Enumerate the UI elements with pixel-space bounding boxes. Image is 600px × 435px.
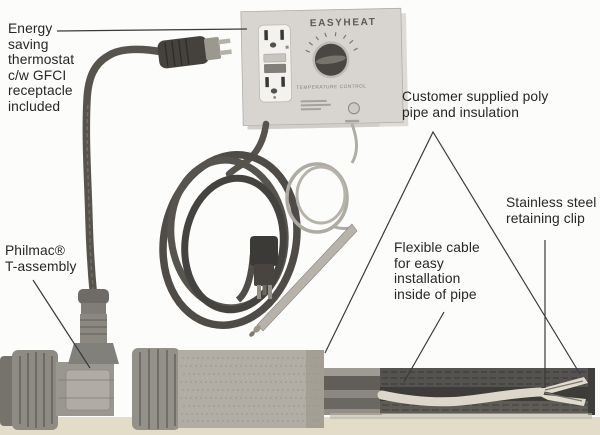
plug-blade xyxy=(218,38,231,45)
coil-loop xyxy=(181,174,287,314)
plug-ground-pin xyxy=(262,285,267,295)
outlet-slot xyxy=(264,30,268,41)
plate-screw xyxy=(273,96,277,99)
pipe-assembly xyxy=(0,289,595,430)
leader-lines xyxy=(32,28,581,388)
temperature-sensor-probe xyxy=(256,223,358,332)
label-philmac: Philmac® T-assembly xyxy=(5,243,77,274)
probe-tip xyxy=(253,325,261,333)
leader-line-thermostat xyxy=(56,28,248,32)
plug-prong xyxy=(268,285,272,299)
pipe-shadow xyxy=(330,413,592,419)
t-body-plate xyxy=(65,369,111,411)
heating-cable xyxy=(82,36,232,304)
outlet-slot xyxy=(280,29,284,40)
fine-print xyxy=(300,99,360,123)
outlet-ground-hole xyxy=(270,88,278,94)
thermostat-control-box: EASYHEAT TEMPERATURE CONTROL xyxy=(240,7,409,130)
insulation-block xyxy=(178,350,324,428)
branch-shaft xyxy=(80,314,107,344)
dial-pointer xyxy=(316,55,346,65)
label-poly-pipe: Customer supplied poly pipe and insulati… xyxy=(402,89,549,120)
label-retaining-clip: Stainless steel retaining clip xyxy=(506,195,597,226)
box-bottom-shadow xyxy=(247,122,380,130)
power-plug xyxy=(157,36,232,69)
gfci-receptacle xyxy=(257,24,293,103)
pipe-stub xyxy=(324,368,382,415)
clip-wire xyxy=(544,380,584,402)
sensor-assembly xyxy=(249,123,358,337)
cord-highlight xyxy=(86,101,95,299)
plug-ridges xyxy=(164,38,190,67)
probe-tip-end xyxy=(249,331,255,337)
gland-collar xyxy=(81,303,106,316)
sensor-coil-exit xyxy=(331,224,351,231)
certification-logo xyxy=(347,102,360,115)
plug-prong xyxy=(257,285,261,299)
label-flexible-cable: Flexible cable for easy installation ins… xyxy=(394,240,480,302)
temperature-dial xyxy=(305,32,358,79)
plug-body xyxy=(250,236,278,266)
plug-blade xyxy=(219,49,232,56)
sensor-coil-loop xyxy=(295,165,347,225)
pipe-end-cap xyxy=(588,368,595,415)
grounded-plug xyxy=(250,236,278,299)
clip-lower-tine xyxy=(536,394,586,406)
brand-text: EASYHEAT xyxy=(310,17,377,29)
outlet-slot xyxy=(265,77,269,88)
label-thermostat: Energy saving thermostat c/w GFCI recept… xyxy=(8,21,75,114)
heating-cable-cord xyxy=(82,45,167,304)
plug-collar xyxy=(203,37,222,61)
leader-line-poly-pipe xyxy=(324,130,581,375)
nut-ridges xyxy=(139,349,176,429)
cable-gland-branch xyxy=(68,289,119,364)
power-cord-coil xyxy=(159,120,301,329)
gfci-indicator xyxy=(285,45,289,49)
dial-tick-marks xyxy=(305,32,358,53)
branch-base xyxy=(68,343,119,364)
gland-nut xyxy=(78,289,109,304)
sensor-wire xyxy=(350,123,358,164)
t-body-bands xyxy=(58,379,114,399)
gfci-reset-button xyxy=(263,63,287,74)
gfci-test-button xyxy=(263,53,287,63)
plug-neck xyxy=(254,264,274,286)
t-assembly xyxy=(0,289,180,430)
leader-line-flexible-cable xyxy=(403,311,445,383)
coil-loop xyxy=(159,151,301,329)
leader-line-philmac xyxy=(32,279,91,369)
outlet-slot xyxy=(281,76,285,87)
nut-ridges xyxy=(19,352,53,428)
branch-ridges xyxy=(80,319,107,335)
foam-insulation xyxy=(178,350,324,428)
retaining-clip xyxy=(536,377,588,406)
pipe-cutaway xyxy=(377,368,595,415)
foam-texture xyxy=(180,357,322,422)
insulation-shaded-edge xyxy=(306,350,324,428)
plug-body xyxy=(157,36,209,69)
dial-caption: TEMPERATURE CONTROL xyxy=(296,84,366,91)
sensor-coil-loop xyxy=(285,162,349,234)
box-cord xyxy=(225,120,270,178)
pipe-texture xyxy=(382,371,588,385)
outlet-ground-hole xyxy=(269,42,277,48)
heating-cable-in-pipe xyxy=(377,387,545,407)
